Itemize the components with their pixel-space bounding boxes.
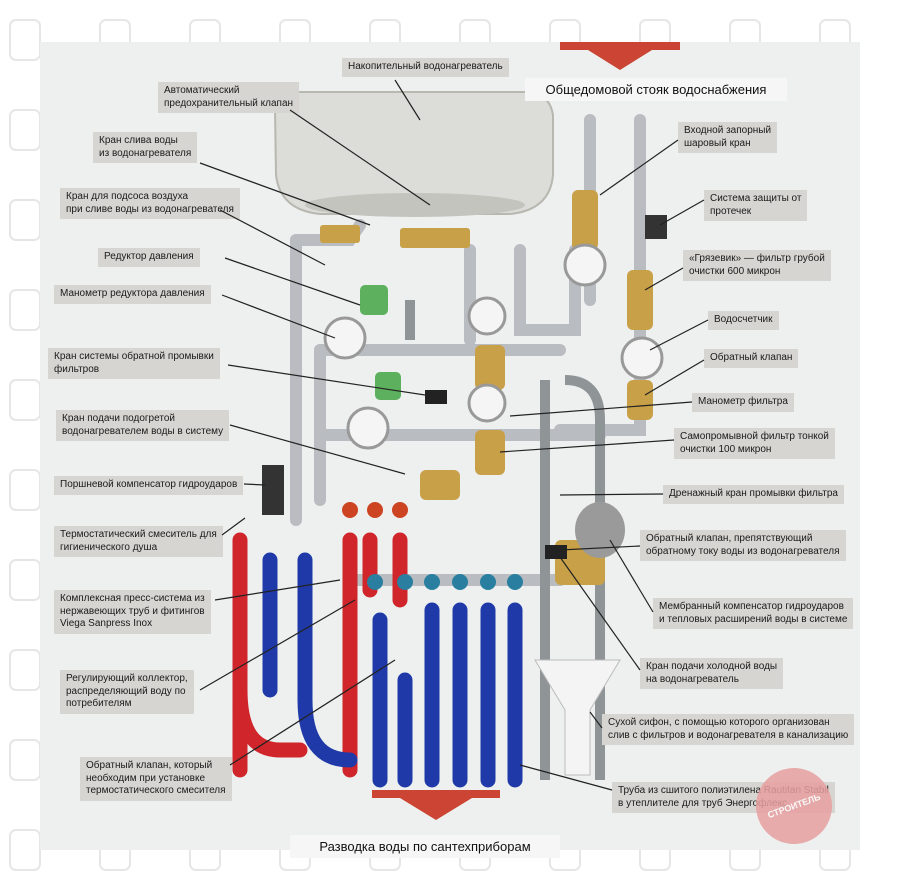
- label-cold-supply-tap: Кран подачи холодной воды на водонагрева…: [640, 658, 784, 689]
- label-pressure-reducer: Редуктор давления: [98, 248, 200, 267]
- label-water-meter: Водосчетчик: [708, 311, 779, 330]
- label-coarse-filter: «Грязевик» — фильтр грубой очистки 600 м…: [683, 250, 831, 281]
- bottom-flow-arrow: [372, 790, 500, 820]
- label-inlet-ball-valve: Входной запорный шаровый кран: [678, 122, 778, 153]
- label-dry-siphon: Сухой сифон, с помощью которого организо…: [602, 714, 855, 745]
- label-auto-safety-valve: Автоматический предохранительный клапан: [158, 82, 300, 113]
- label-filter-drain-tap: Дренажный кран промывки фильтра: [663, 485, 844, 504]
- label-manifold: Регулирующий коллектор, распределяющий в…: [60, 670, 194, 714]
- drain-pipe-2: [564, 375, 605, 780]
- label-leak-protection: Система защиты от протечек: [704, 190, 808, 221]
- steel-pipe-riser-right: [554, 114, 646, 436]
- bg-pattern-shape: [9, 829, 41, 871]
- header-top: Общедомовой стояк водоснабжения: [525, 78, 787, 101]
- water-heater-base: [305, 193, 525, 217]
- piston-compensator: [262, 465, 284, 515]
- label-press-system: Комплексная пресс-система из нержавеющих…: [54, 590, 211, 634]
- steel-pipe-loop: [514, 244, 581, 336]
- label-drain-tap-heater: Кран слива воды из водонагревателя: [93, 132, 198, 163]
- top-flow-arrow: [560, 42, 680, 70]
- label-backwash-tap: Кран системы обратной промывки фильтров: [48, 348, 220, 379]
- label-backflow-check-valve: Обратный клапан, препятствующий обратном…: [640, 530, 846, 561]
- label-reducer-gauge: Манометр редуктора давления: [54, 285, 211, 304]
- bg-pattern-shape: [9, 19, 41, 61]
- label-filter-gauge: Манометр фильтра: [692, 393, 794, 412]
- label-air-intake-tap: Кран для подсоса воздуха при сливе воды …: [60, 188, 240, 219]
- stamp-text: СТРОИТЕЛЬ: [766, 791, 822, 821]
- header-bottom: Разводка воды по сантехприборам: [290, 835, 560, 858]
- dry-siphon: [534, 659, 621, 776]
- label-check-valve: Обратный клапан: [704, 349, 799, 368]
- label-storage-heater: Накопительный водонагреватель: [342, 58, 509, 77]
- hot-pipe-loop: [232, 682, 308, 758]
- label-membrane-compensator: Мембранный компенсатор гидроударов и теп…: [653, 598, 854, 629]
- label-fine-filter: Самопромывной фильтр тонкой очистки 100 …: [674, 428, 835, 459]
- label-check-valve-mixer: Обратный клапан, который необходим при у…: [80, 757, 232, 801]
- label-hot-supply-tap: Кран подачи подогретой водонагревателем …: [56, 410, 230, 441]
- label-piston-compensator: Поршневой компенсатор гидроударов: [54, 476, 244, 495]
- label-thermo-mixer: Термостатический смеситель для гигиениче…: [54, 526, 223, 557]
